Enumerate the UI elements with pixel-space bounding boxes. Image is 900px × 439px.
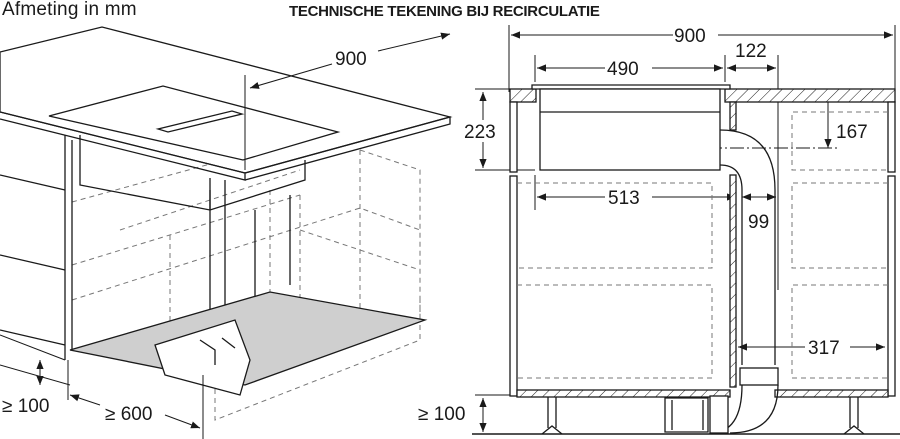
dim-plinth-100: ≥ 100	[2, 396, 49, 417]
dim-depth-600: ≥ 600	[105, 404, 152, 425]
drawing-title: TECHNISCHE TEKENING BIJ RECIRCULATIE	[289, 3, 600, 20]
dim-hob-depth-513: 513	[608, 188, 640, 209]
dim-plinth-100-section: ≥ 100	[418, 404, 465, 425]
dim-clearance-317: 317	[808, 338, 840, 359]
dim-hob-height-223: 223	[464, 122, 496, 143]
unit-caption: Afmeting in mm	[2, 0, 137, 20]
section-view	[472, 25, 900, 435]
dim-hob-cutout-490: 490	[607, 59, 639, 80]
dim-total-width-900: 900	[674, 26, 706, 47]
dim-duct-offset-122: 122	[735, 41, 767, 62]
dim-duct-width-99: 99	[748, 212, 769, 233]
dim-axis-depth-167: 167	[836, 122, 868, 143]
perspective-view	[0, 26, 453, 439]
dim-width-900: 900	[335, 49, 367, 70]
